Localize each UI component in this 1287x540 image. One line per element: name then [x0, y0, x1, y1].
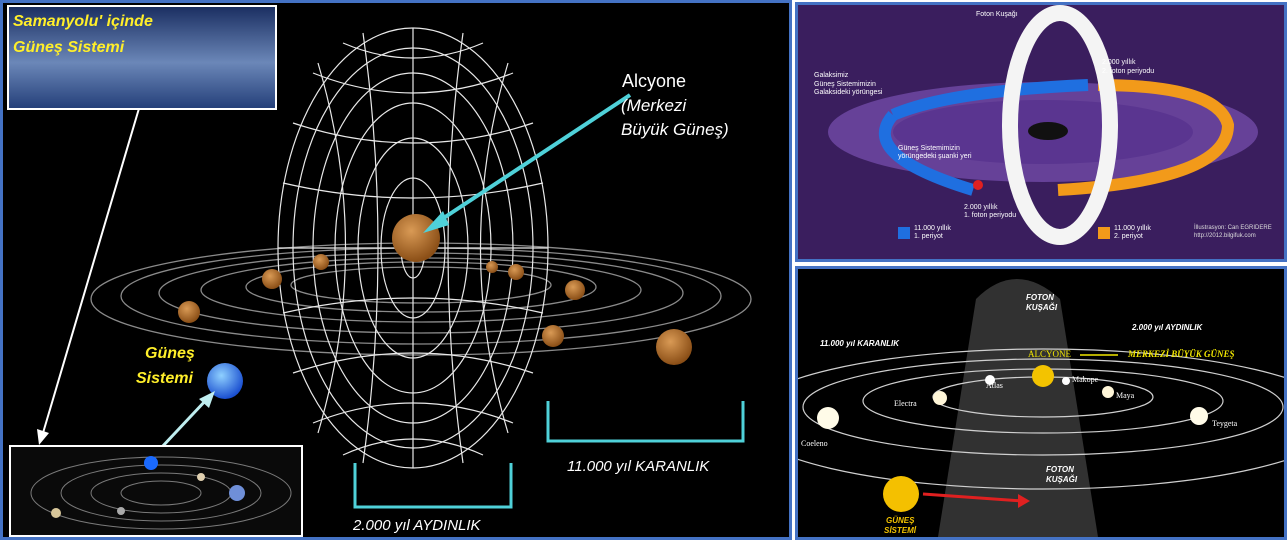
sun-system-line1: Güneş — [145, 345, 195, 362]
alcyone-sub2: Büyük Güneş) — [621, 120, 729, 139]
sun-system-globe — [207, 363, 243, 399]
light-bracket — [353, 463, 513, 509]
photon-belt-diagram — [828, 5, 1258, 245]
legend-blue-1: 11.000 yıllık — [914, 225, 951, 232]
inset-title-line1: Samanyolu' içinde — [13, 13, 153, 30]
foton-bottom-1: FOTON — [1046, 465, 1074, 474]
main-diagram-panel: Samanyolu' içinde Güneş Sistemi Alcyone … — [0, 0, 792, 540]
credit-2: http://2012.bilgifuk.com — [1194, 233, 1256, 239]
dark-bracket — [546, 401, 745, 443]
dark-label: 11.000 yıl KARANLIK — [820, 339, 899, 348]
alcyone-title: Alcyone — [622, 71, 687, 91]
second-period-1: 2.000 yıllık — [1102, 59, 1136, 66]
current-pos-2: yörüngedeki şuanki yeri — [898, 153, 972, 160]
sun-system-line1: GÜNEŞ — [886, 516, 915, 525]
inset-title-line2: Güneş Sistemi — [13, 39, 125, 56]
photon-ring — [1002, 5, 1118, 245]
torus-wireframe — [277, 27, 549, 469]
pleiades-panel: FOTON KUŞAĞI 2.000 yıl AYDINLIK 11.000 y… — [795, 266, 1287, 540]
atlas-label: Atlas — [986, 381, 1003, 390]
legend-orange-1: 11.000 yıllık — [1114, 225, 1151, 232]
alcyone-label: ALCYONE — [1028, 349, 1071, 359]
orbit-label-1: Güneş Sistemimizin — [814, 81, 876, 88]
credit-1: İllustrasyon: Can EGRIDERE — [1194, 225, 1272, 231]
orbit-label-2: Galaksideki yörüngesi — [814, 89, 883, 96]
current-pos-1: Güneş Sistemimizin — [898, 145, 960, 152]
pleiades-diagram — [798, 279, 1284, 537]
photon-belt-panel: Foton Kuşağı Galaksimiz Güneş Sistemimiz… — [795, 2, 1287, 262]
torus-diagram — [37, 27, 752, 509]
planets — [178, 214, 692, 365]
alcyone-arrow — [431, 93, 632, 227]
coeleno-label: Coeleno — [801, 439, 828, 448]
maya-label: Maya — [1116, 391, 1135, 400]
sun-system-line2: Sistemi — [136, 370, 193, 387]
alcyone-sub1: (Merkezi — [621, 96, 687, 115]
foton-top-1: FOTON — [1026, 293, 1054, 302]
legend-orange-2: 2. periyot — [1114, 233, 1143, 240]
central-sun-label: MERKEZİ BÜYÜK GÜNEŞ — [1128, 349, 1235, 359]
second-period-2: 2. foton periyodu — [1102, 68, 1155, 75]
solar-orbits — [30, 456, 292, 530]
first-period-1: 2.000 yıllık — [964, 204, 998, 211]
foton-top-2: KUŞAĞI — [1026, 303, 1058, 312]
light-label: 2.000 yıl AYDINLIK — [1132, 323, 1203, 332]
galaxy-label: Galaksimiz — [814, 72, 849, 79]
light-period-label: 2.000 yıl AYDINLIK — [353, 517, 481, 534]
photon-belt-label: Foton Kuşağı — [976, 11, 1018, 18]
milkyway-inset: Samanyolu' içinde Güneş Sistemi — [7, 5, 277, 110]
legend-blue-2: 1. periyot — [914, 233, 943, 240]
electra-label: Electra — [894, 399, 917, 408]
sun-system-line2: SİSTEMİ — [884, 526, 917, 535]
dark-period-label: 11.000 yıl KARANLIK — [567, 458, 710, 475]
makope-label: Makope — [1072, 375, 1099, 384]
first-period-2: 1. foton periyodu — [964, 212, 1017, 219]
teygeta-label: Teygeta — [1212, 419, 1238, 428]
foton-bottom-2: KUŞAĞI — [1046, 475, 1078, 484]
solar-system-inset — [9, 445, 303, 537]
